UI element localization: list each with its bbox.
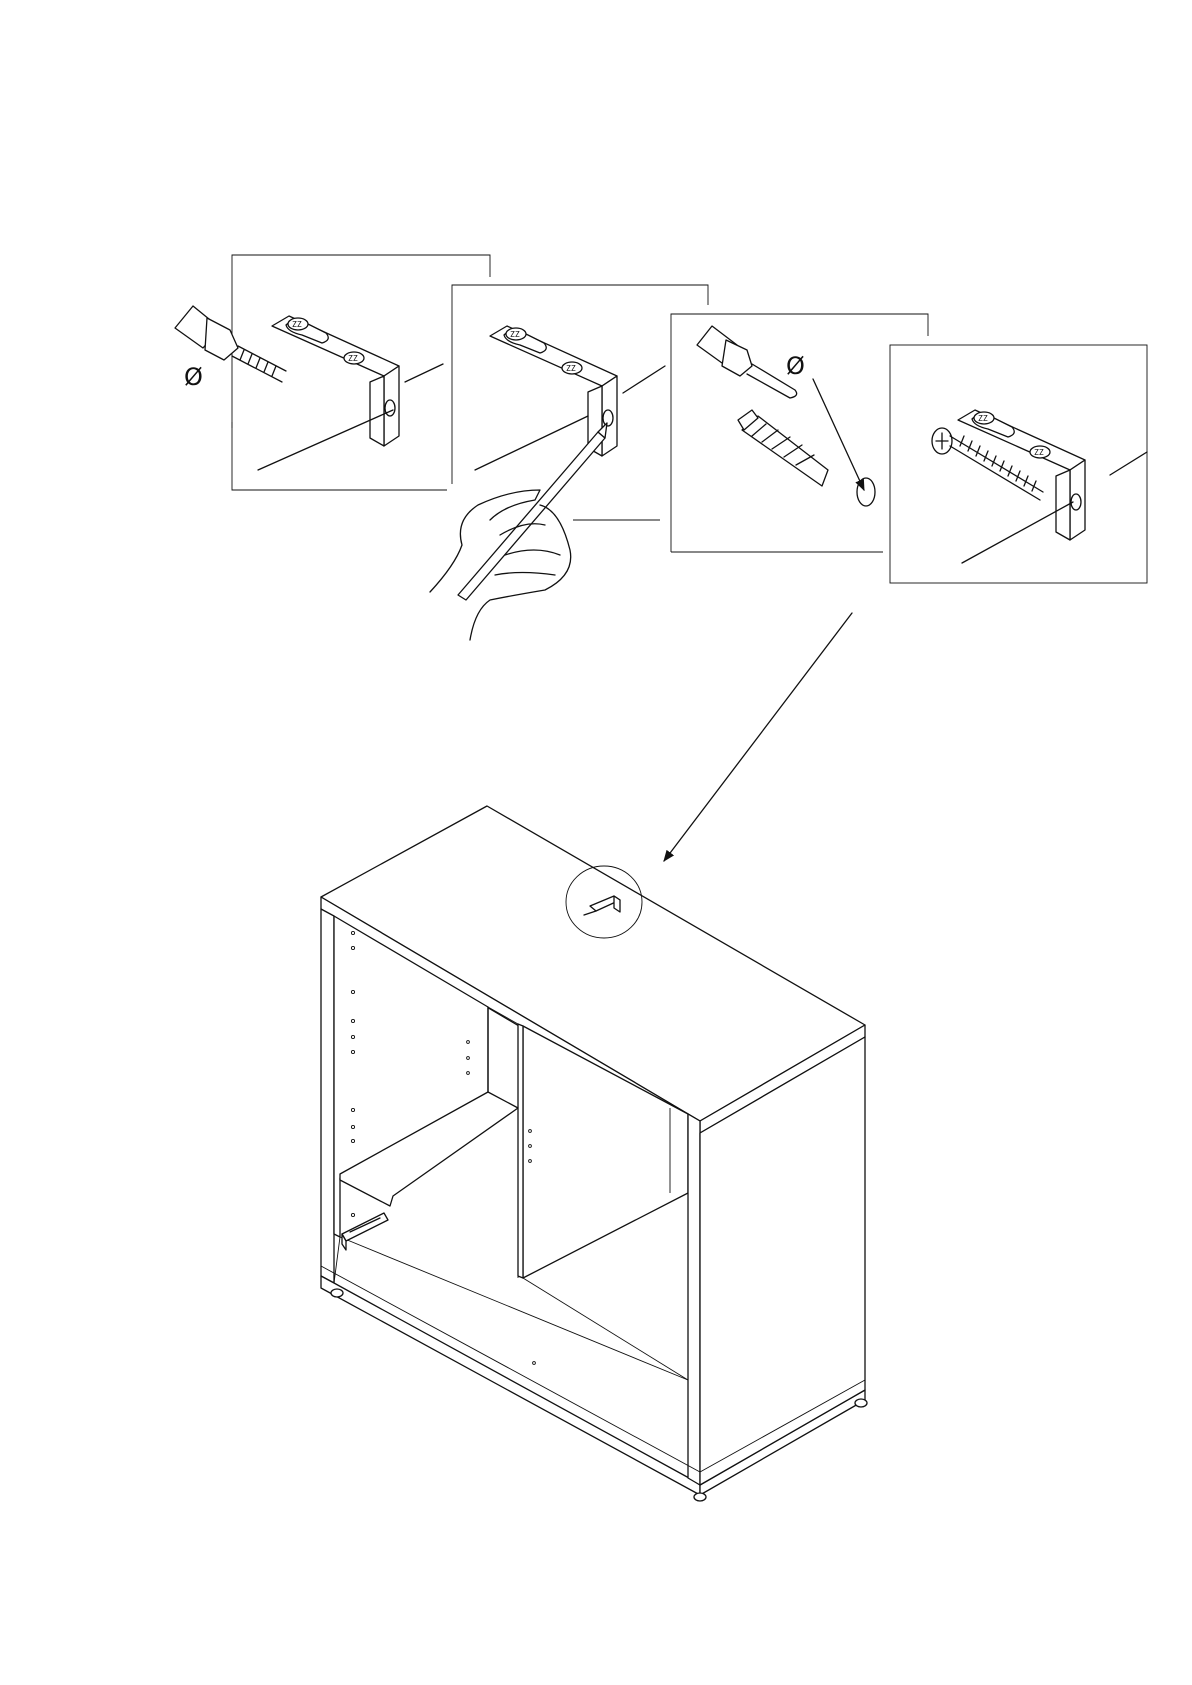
step-2-panel: [430, 285, 708, 640]
foot: [855, 1399, 867, 1407]
foot: [331, 1289, 343, 1297]
wall-line: [475, 416, 588, 470]
mounting-bracket-detail: [342, 1213, 388, 1250]
cabinet-divider: [518, 1024, 523, 1278]
wall-line: [405, 364, 443, 382]
wall-plug-icon: [738, 410, 828, 486]
wall-hole: [857, 478, 875, 506]
diameter-symbol: Ø: [184, 363, 203, 391]
detail-pointer-arrow: [664, 613, 852, 861]
diameter-symbol: Ø: [786, 352, 805, 380]
hand-icon: [430, 490, 571, 640]
cabinet-bottom: [321, 1276, 700, 1495]
wall-line: [1110, 452, 1147, 475]
wall-line: [623, 366, 665, 393]
step-1-panel: Ø: [175, 255, 490, 490]
drill-icon: [697, 326, 797, 398]
step-4-panel: [890, 345, 1147, 583]
cabinet: [321, 806, 867, 1501]
pencil-icon: [458, 423, 607, 600]
foot: [694, 1493, 706, 1501]
step-3-panel: Ø: [671, 314, 928, 552]
cabinet-left-side: [321, 909, 334, 1283]
